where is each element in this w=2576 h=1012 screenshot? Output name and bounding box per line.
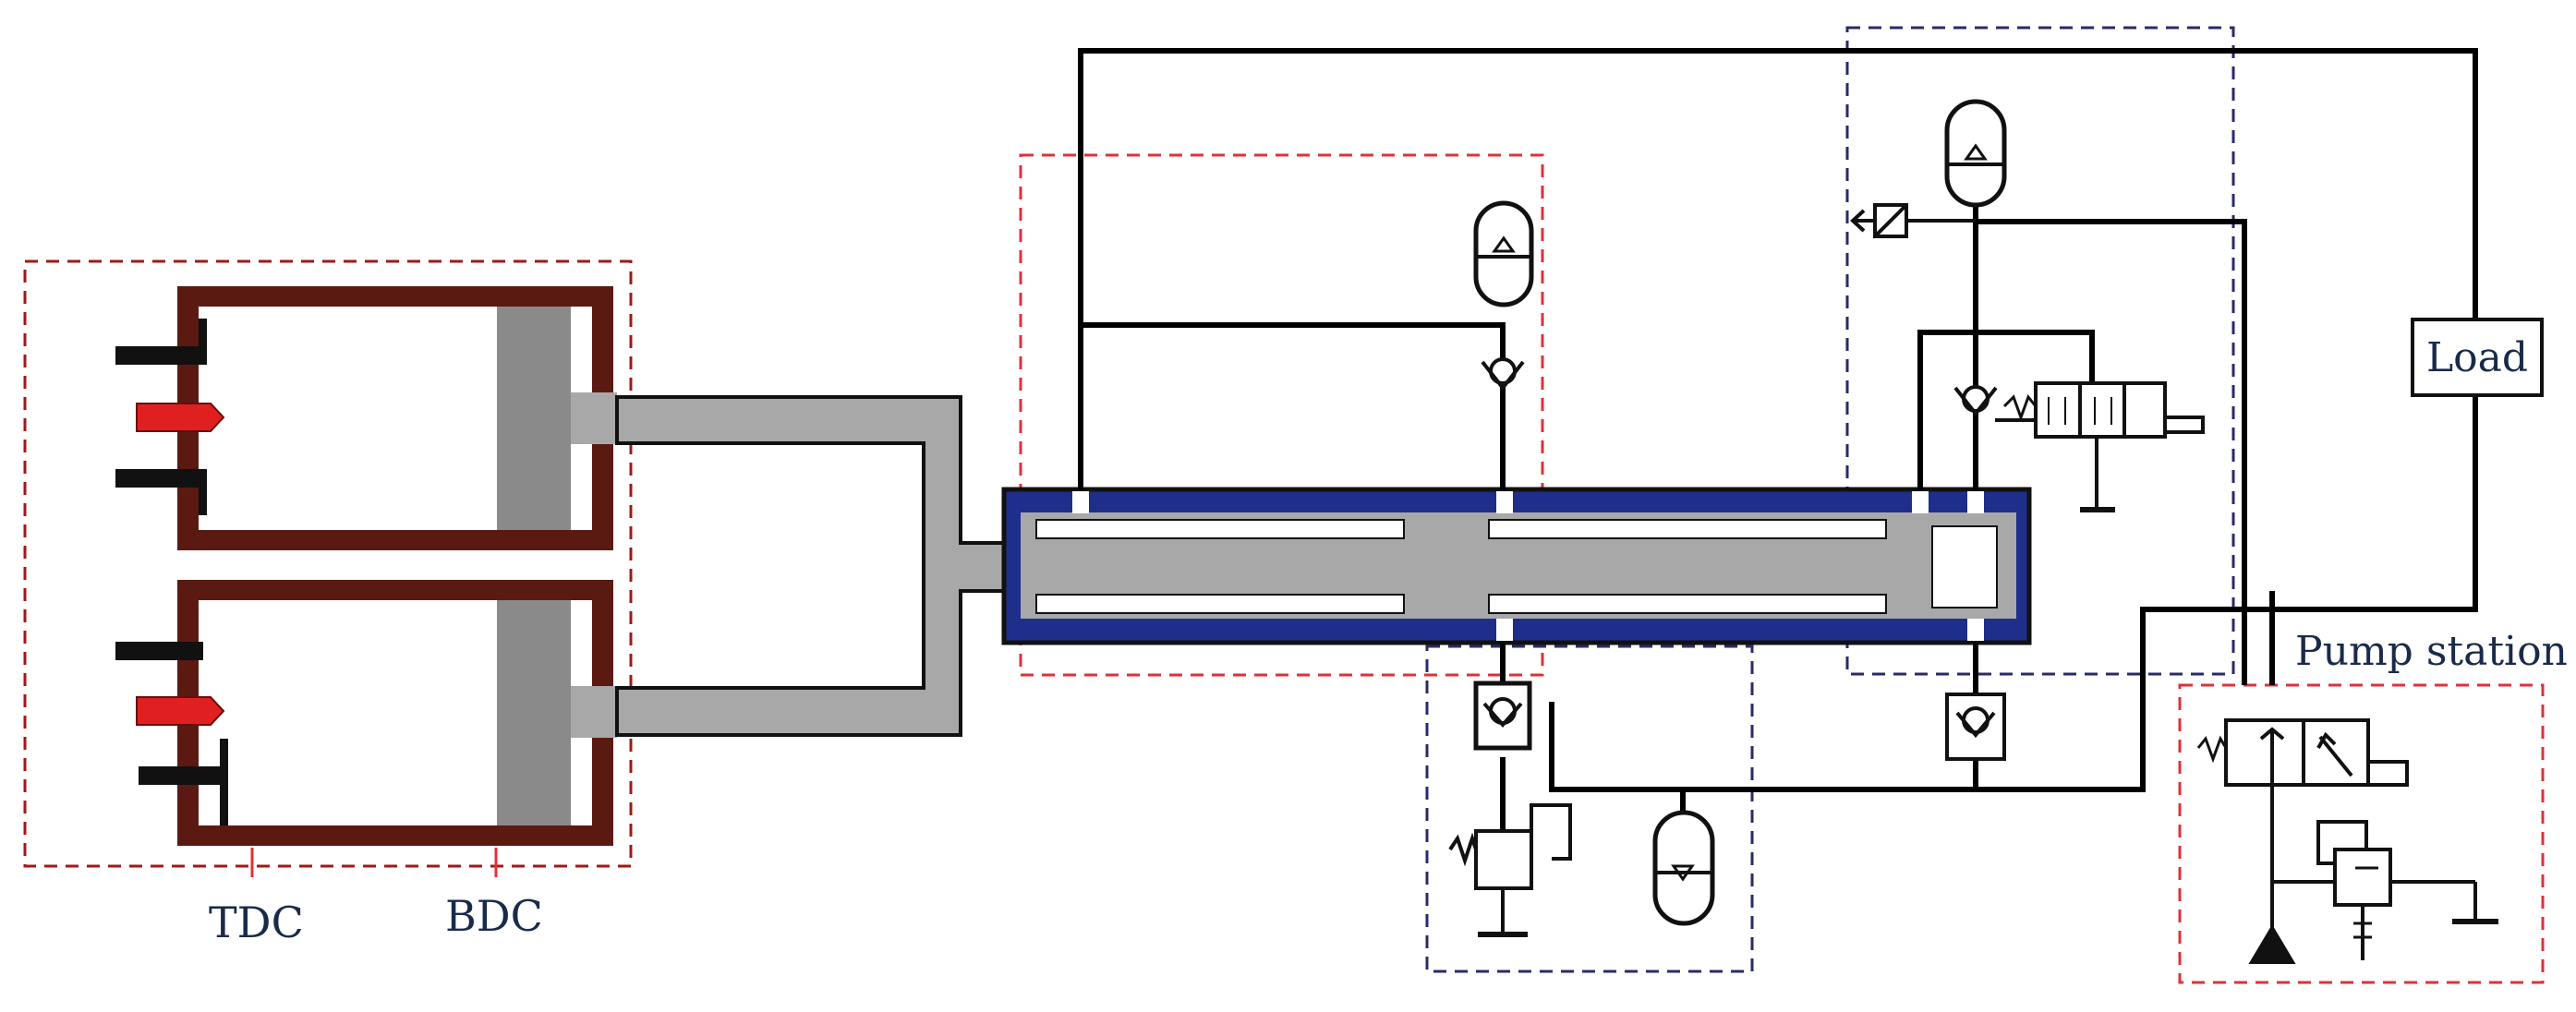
- check-valve-upper-middle: [1481, 357, 1525, 392]
- tdc-label: TDC: [209, 898, 304, 947]
- bdc-label: BDC: [445, 891, 543, 941]
- check-valve-right-lower: [1945, 693, 2006, 761]
- check-valve-lower-middle: [1473, 681, 1532, 751]
- load-label: Load: [2426, 334, 2528, 381]
- check-valve-right-upper: [1953, 385, 1998, 417]
- pump-station-group-box: [2178, 683, 2545, 984]
- load-box: Load: [2411, 318, 2544, 397]
- piston-top: [497, 307, 571, 530]
- injector-bottom: [136, 696, 225, 726]
- engine-group-box: [23, 259, 633, 868]
- accumulator-top-right: [1944, 99, 2007, 208]
- accumulator-low-pressure: [1652, 810, 1715, 926]
- pressure-sensor: [1850, 203, 1976, 238]
- engine-cylinder-top: [115, 286, 617, 550]
- accumulator-middle: [1473, 200, 1534, 307]
- hydraulic-lines: [1078, 48, 2478, 831]
- directional-valve: [1995, 381, 2205, 512]
- relief-valve: [1448, 803, 1572, 937]
- pump-icon: [2248, 924, 2296, 964]
- engine-cylinder-bottom: [115, 580, 617, 846]
- hydraulic-cylinder: [1001, 487, 2032, 645]
- pump-station-components: [2196, 718, 2498, 964]
- piston-bottom: [497, 600, 571, 825]
- pump-station-label: Pump station: [2295, 628, 2568, 675]
- connecting-rod: [615, 395, 1022, 737]
- cylinder-group-box: [1019, 153, 1544, 677]
- injector-top: [136, 403, 225, 432]
- cylinder-plug: [1931, 525, 1998, 608]
- low-pressure-group-box: [1425, 645, 1754, 973]
- accumulator-group-box: [1845, 26, 2235, 676]
